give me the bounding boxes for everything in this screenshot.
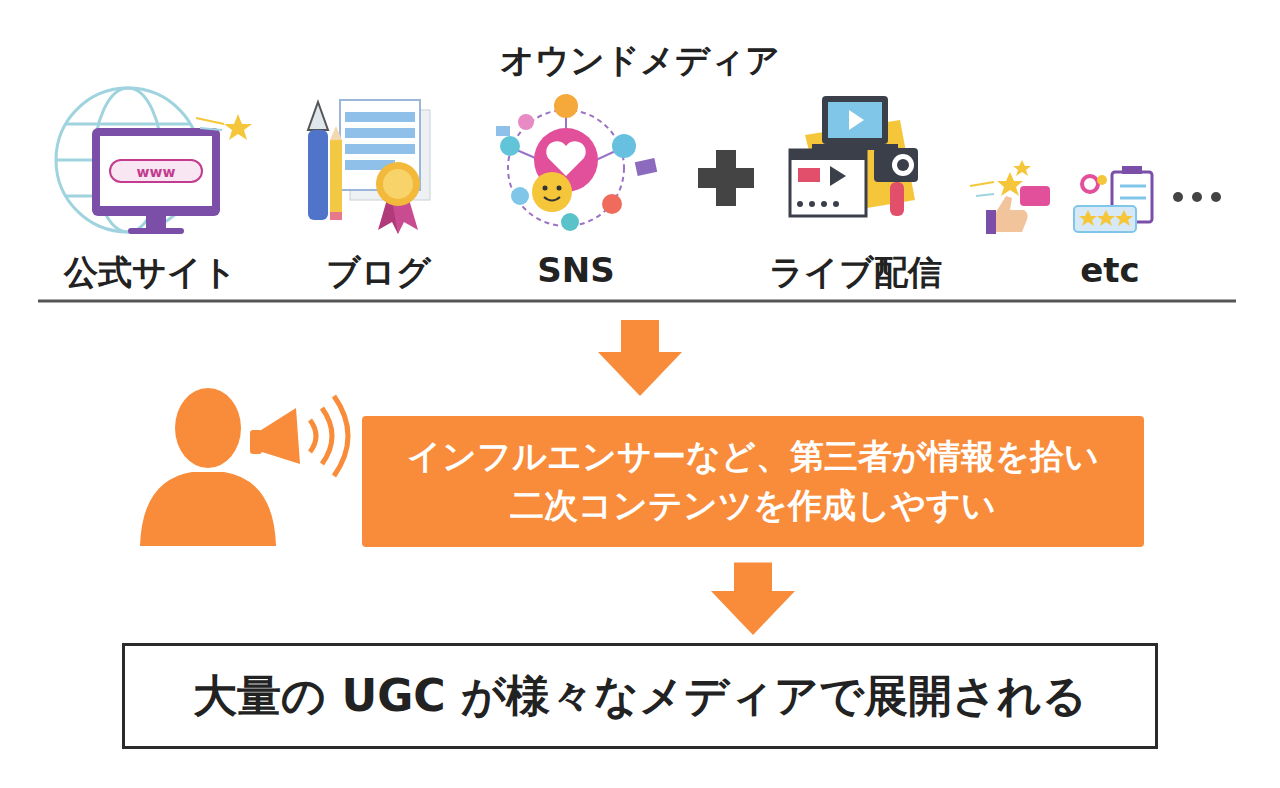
down-arrow [598,320,682,396]
website-icon: www [56,88,252,234]
speaker-person-icon [140,388,348,546]
diagram-title: オウンドメディア [500,38,780,84]
media-label: SNS [537,250,614,290]
etc-icons [970,160,1152,234]
plus-sign [698,150,754,206]
separator-line [38,300,1236,303]
live-stream-icon [790,96,918,216]
media-label: ライブ配信 [769,250,942,296]
box-text: インフルエンサーなど、第三者が情報を拾い 二次コンテンツを作成しやすい [386,432,1120,531]
box-text: 大量の UGC が様々なメディアで展開される [193,667,1087,726]
ellipsis-dots [1173,192,1221,202]
media-label: ブログ [326,250,431,296]
blog-icon [308,100,430,234]
flow-arrow [711,563,795,635]
svg-text:www: www [137,164,176,180]
result-box: 大量の UGC が様々なメディアで展開される [122,643,1158,749]
media-label: etc [1080,250,1139,290]
sns-icon [496,94,657,231]
message-box: インフルエンサーなど、第三者が情報を拾い 二次コンテンツを作成しやすい [362,416,1144,547]
media-label: 公式サイト [64,250,237,296]
